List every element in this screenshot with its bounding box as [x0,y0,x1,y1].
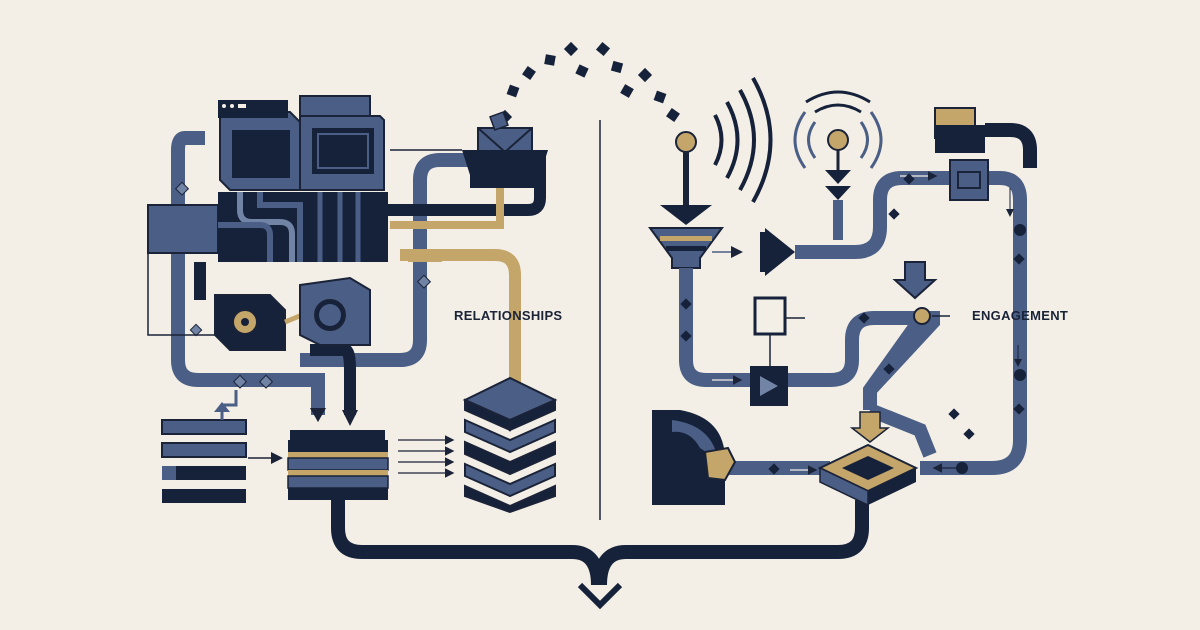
connector-line-left [147,230,220,336]
pipe-packets-right [680,173,1025,475]
label-engagement: ENGAGEMENT [972,308,1068,323]
database-stack-icon [462,376,558,514]
flow-arrows-mid [398,435,455,478]
funnel-icon [648,227,724,269]
server-icon [218,100,301,191]
envelope-icon [462,111,548,188]
play-box-icon [750,366,788,406]
document-icon [753,296,805,372]
diamond-junction-icon [817,443,919,507]
chip-icon [147,192,388,262]
signal-wave-icon [713,77,773,203]
cylinder-icon [949,159,989,201]
monitor-icon [299,95,385,191]
stacked-layers-icon [287,430,389,500]
camera-lens-icon [214,294,286,351]
list-bars-icon [161,419,247,503]
flying-data-packets [497,41,680,125]
play-node-icon [760,228,795,276]
broadcast-icon [793,90,883,169]
folder-icon [934,107,985,153]
bucket-icon [652,410,737,505]
pipe-packets-left [174,181,432,389]
right-pipes [679,123,1037,475]
label-relationships: RELATIONSHIPS [454,308,562,323]
left-pipes [171,131,546,415]
merge-arrow-icon [331,500,869,610]
lens-box-icon [299,276,371,346]
source-node [675,131,697,153]
